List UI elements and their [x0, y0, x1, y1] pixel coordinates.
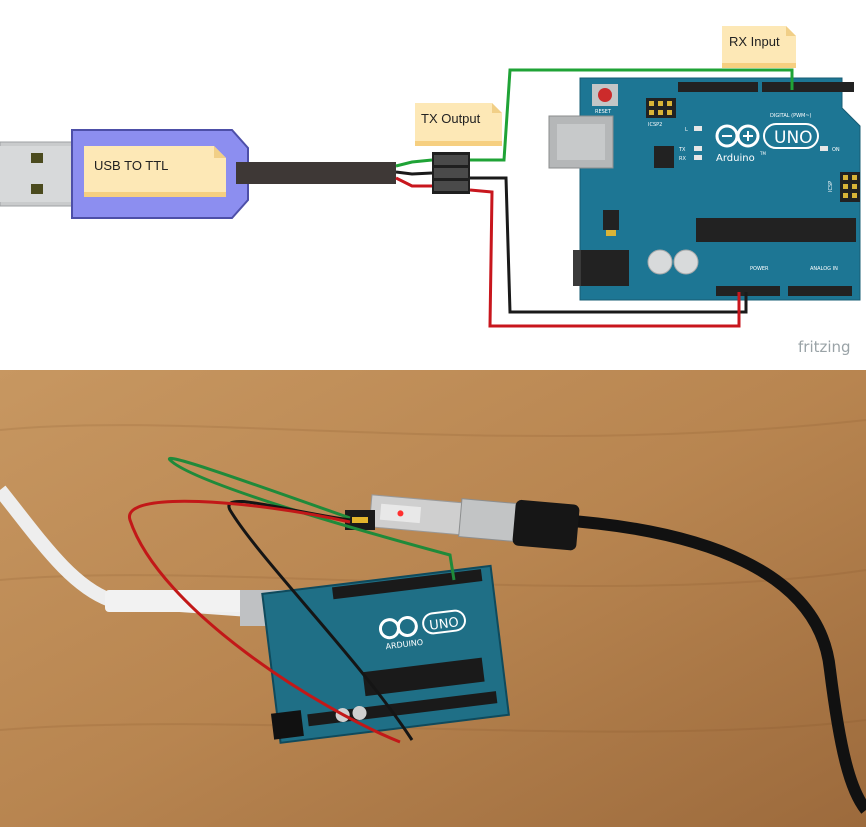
setup-photo: UNO ARDUINO — [0, 370, 866, 827]
arduino-logo: UNO Arduino TM — [715, 123, 819, 164]
analog-header: ANALOG IN — [788, 266, 852, 296]
black-wire — [395, 170, 748, 314]
tx-output-note: TX Output — [415, 103, 502, 146]
digital-header: DIGITAL (PWM~) — [678, 82, 854, 119]
board-model: UNO — [774, 128, 813, 148]
atmega-chip — [696, 218, 856, 242]
power-label: POWER — [750, 266, 769, 272]
led-tx-label: TX — [678, 147, 686, 153]
board-tm: TM — [759, 151, 766, 156]
tx-output-label: TX Output — [421, 111, 481, 126]
adapter-pin-header — [432, 152, 470, 194]
usb-plug — [0, 141, 81, 207]
icsp-header: ICSP — [828, 172, 860, 202]
led-rx-label: RX — [679, 156, 686, 162]
black-jumper-photo — [227, 499, 414, 741]
digital-label: DIGITAL (PWM~) — [770, 113, 812, 119]
icsp2-label: ICSP2 — [648, 122, 662, 128]
board-brand: Arduino — [716, 153, 755, 164]
black-usb-cable — [559, 514, 866, 814]
rx-input-note: RX Input — [722, 26, 796, 68]
capacitor — [673, 249, 699, 275]
wires — [395, 68, 794, 328]
arduino-board-photo: UNO ARDUINO — [261, 564, 510, 744]
dc-jack — [573, 250, 629, 286]
arduino-uno-board: RESET ICSP2 DIGITAL (PWM~) L TX RX ON — [548, 77, 861, 301]
white-usb-cable — [0, 485, 251, 617]
usb-ttl-module-photo — [368, 494, 580, 551]
icsp-label: ICSP — [828, 181, 834, 192]
reset-label: RESET — [595, 109, 612, 115]
red-wire — [395, 176, 741, 328]
capacitor — [647, 249, 673, 275]
fritzing-watermark: fritzing — [798, 338, 851, 356]
green-jumper-photo — [168, 457, 456, 581]
red-jumper-photo — [128, 499, 401, 744]
power-header: POWER — [716, 266, 780, 296]
white-usb-plug — [105, 590, 245, 612]
analog-label: ANALOG IN — [810, 266, 838, 272]
led-l-label: L — [685, 127, 688, 133]
green-wire — [395, 68, 794, 168]
rx-input-label: RX Input — [729, 34, 780, 49]
led-on-label: ON — [832, 147, 840, 153]
usb-ttl-label: USB TO TTL — [94, 158, 168, 173]
atmega-chip-photo — [362, 657, 485, 697]
usb-ttl-note: USB TO TTL — [84, 146, 226, 197]
photo-board-model: UNO — [429, 615, 460, 633]
icsp2-header: ICSP2 — [646, 98, 676, 128]
wiring-diagram: USB TO TTL TX Output RX Input RESET ICSP… — [0, 0, 866, 370]
